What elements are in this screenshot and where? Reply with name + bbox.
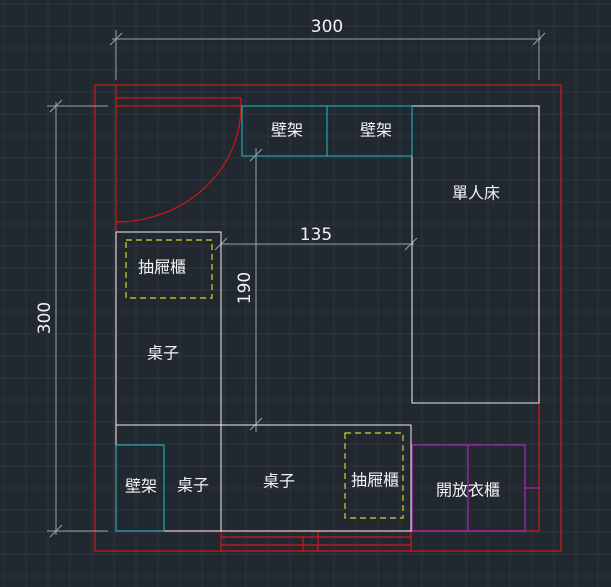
drawer-cabinet-bottom	[344, 432, 404, 519]
dim-tick	[404, 237, 418, 251]
dim-label-inner-height: 190	[235, 272, 255, 304]
shelf-bottom	[115, 444, 165, 532]
desk-bottom-large	[220, 424, 412, 532]
dim-tick	[249, 417, 263, 431]
label-drawer-top: 抽屜櫃	[138, 258, 186, 277]
dim-label-left-height: 300	[35, 302, 55, 334]
dimensions	[47, 30, 546, 538]
dim-tick	[49, 99, 63, 113]
label-drawer-bottom: 抽屜櫃	[351, 471, 399, 490]
shelf-top-right	[326, 105, 413, 157]
dim-tick	[249, 148, 263, 162]
dim-tick	[532, 32, 546, 46]
drawer-cabinets	[125, 239, 404, 519]
label-desk-left: 桌子	[147, 344, 179, 363]
label-shelf-top-left: 壁架	[271, 121, 303, 140]
single-bed	[411, 105, 540, 404]
shelves	[115, 105, 413, 532]
dim-label-inner-width: 135	[300, 225, 332, 245]
drawer-cabinet-top	[125, 239, 213, 299]
dim-label-top-width: 300	[311, 17, 343, 37]
dim-tick	[109, 32, 123, 46]
door-swing-arc	[115, 105, 242, 223]
labels: 300 135 300 190 壁架 壁架 單人床 抽屜櫃 桌子 壁架 桌子 桌…	[35, 17, 500, 500]
label-shelf-bottom: 壁架	[125, 477, 157, 496]
label-shelf-top-right: 壁架	[360, 121, 392, 140]
label-single-bed: 單人床	[452, 184, 500, 203]
label-desk-bottom-large: 桌子	[263, 472, 295, 491]
open-wardrobe	[411, 444, 539, 532]
label-open-wardrobe: 開放衣櫃	[436, 481, 500, 500]
dim-tick	[49, 524, 63, 538]
label-desk-bottom-small: 桌子	[177, 476, 209, 495]
